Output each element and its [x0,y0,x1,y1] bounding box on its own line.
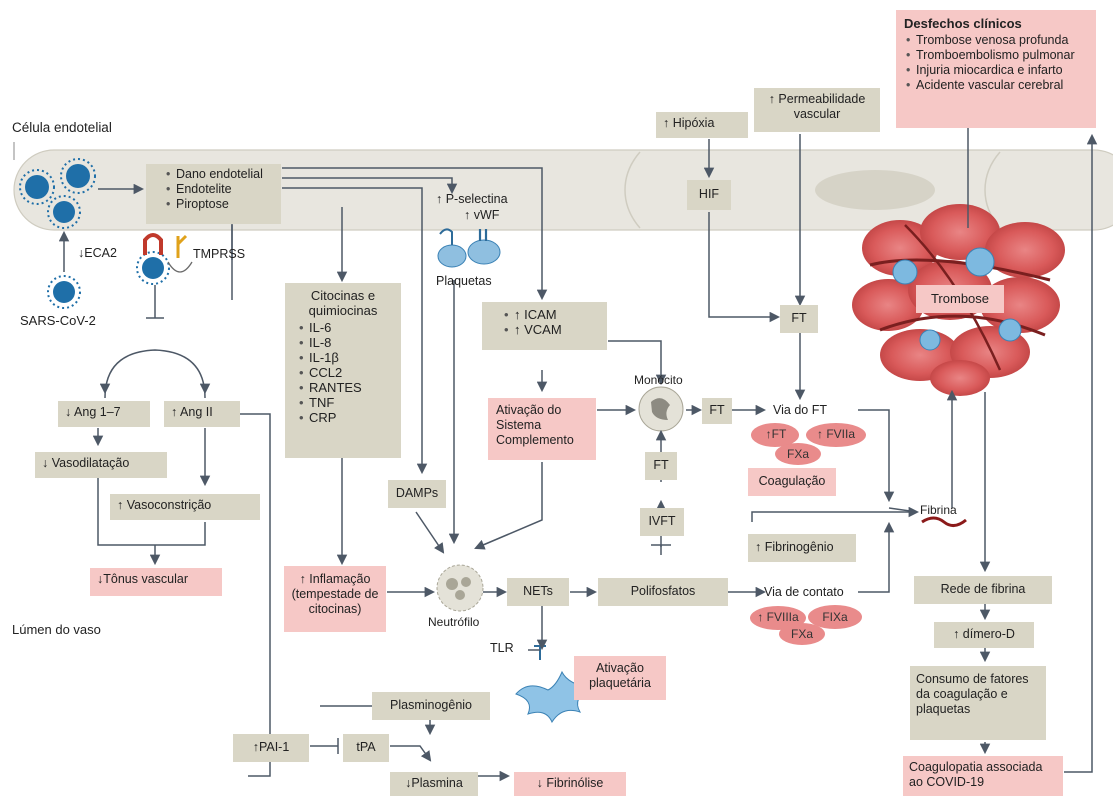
vwf-label: ↑ vWF [464,208,500,222]
ang-1-7-box: ↓ Ang 1–7 [58,401,150,427]
vessel-lumen-label: Lúmen do vaso [12,622,101,637]
fviia-factor: ↑ FVIIa [816,427,855,441]
contact-pathway-label: Via de contato [764,585,844,599]
neutrophil-label: Neutrófilo [428,615,480,629]
fxa-factor-bottom: FXa [790,627,813,641]
cytokine-item: CCL2 [299,365,393,380]
fibrinogen-box: ↑ Fibrinogênio [748,534,856,562]
thrombosis-box: Trombose [916,285,1004,313]
inflammation-box: ↑ Inflamação (tempestade de citocinas) [284,566,386,632]
adhesion-item: ↑ VCAM [504,322,599,337]
cytokines-box: Citocinas e quimiocinas IL-6 IL-8 IL-1β … [285,283,401,458]
virus-particles [19,158,170,309]
plasmin-box: ↓Plasmina [390,772,478,796]
ace2-receptor [143,233,163,255]
adhesion-item: ↑ ICAM [504,307,599,322]
damage-item: Piroptose [166,197,273,212]
polyphosphates-box: Polifosfatos [598,578,728,606]
complement-activation-box: Ativação do Sistema Complemento [488,398,596,460]
vascular-permeability-box: ↑ Permeabilidade vascular [754,88,880,132]
clinical-outcomes-box: Desfechos clínicos Trombose venosa profu… [896,10,1096,128]
fibrinolysis-box: ↓ Fibrinólise [514,772,626,796]
pai-1-box: ↑PAI-1 [233,734,309,762]
plasminogen-box: Plasminogênio [372,692,490,720]
hypoxia-box: ↑ Hipóxia [656,112,748,138]
covid-coagulopathy-box: Coagulopatia associada ao COVID-19 [903,756,1063,796]
damage-item: Dano endotelial [166,167,273,182]
monocyte-label: Monócito [634,373,683,387]
neutrophil-cell [436,564,484,612]
fxa-factor-top: FXa [786,447,809,461]
tfpi-box: IVFT [640,508,684,536]
fixa-factor: FIXa [822,610,848,624]
vascular-tone-box: ↓Tônus vascular [90,568,222,596]
cytokine-item: IL-6 [299,320,393,335]
nets-box: NETs [507,578,569,606]
sars-cov-2-label: SARS-CoV-2 [20,313,96,328]
cytokine-item: CRP [299,410,393,425]
tmprss-label: TMPRSS [193,247,246,261]
hif-box: HIF [687,180,731,210]
cytokine-item: RANTES [299,380,393,395]
fibrin-label: Fibrina [920,503,957,517]
outcome-item: Tromboembolismo pulmonar [906,48,1088,63]
ace2-label: ↓ECA2 [78,246,117,260]
outcome-item: Injuria miocardica e infarto [906,63,1088,78]
tmprss-receptor [167,234,193,273]
cytokines-title: Citocinas e quimiocinas [308,288,378,318]
damage-item: Endotelite [166,182,273,197]
endothelial-cell-label: Célula endotelial [12,120,112,135]
cytokine-item: IL-1β [299,350,393,365]
platelets-label: Plaquetas [436,274,492,288]
tpa-box: tPA [343,734,389,762]
platelets-illustration [437,228,501,268]
damps-box: DAMPs [388,480,446,508]
fibrin-strand [921,516,967,527]
endothelial-damage-box: Dano endotelial Endotelite Piroptose [146,164,281,224]
monocyte-cell [638,386,684,432]
fviiia-factor: ↑ FVIIIa [757,610,799,624]
p-selectin-label: ↑ P-selectina [436,192,508,206]
outcome-item: Acidente vascular cerebral [906,78,1088,93]
coagulation-box: Coagulação [748,468,836,496]
fibrin-network-box: Rede de fibrina [914,576,1052,604]
tissue-factor-box-top: FT [780,305,818,333]
cytokine-item: IL-8 [299,335,393,350]
tissue-factor-box-monocyte: FT [702,398,732,424]
tissue-factor-box-mid: FT [645,452,677,480]
tf-factor: ↑FT [765,427,787,441]
endothelial-cell-layer [13,142,1113,231]
adhesion-molecules-box: ↑ ICAM ↑ VCAM [482,302,607,350]
vasoconstriction-box: ↑ Vasoconstrição [110,494,260,520]
cytokine-item: TNF [299,395,393,410]
ang-ii-box: ↑ Ang II [164,401,240,427]
vasodilation-box: ↓ Vasodilatação [35,452,167,478]
outcome-item: Trombose venosa profunda [906,33,1088,48]
platelet-activation-box: Ativação plaquetária [574,656,666,700]
factor-consumption-box: Consumo de fatores da coagulação e plaqu… [910,666,1046,740]
tf-pathway-label: Via do FT [773,403,827,417]
d-dimer-box: ↑ dímero-D [934,622,1034,648]
factor-ellipses [750,423,866,645]
tlr-label: TLR [490,641,514,655]
clinical-outcomes-title: Desfechos clínicos [904,16,1022,31]
